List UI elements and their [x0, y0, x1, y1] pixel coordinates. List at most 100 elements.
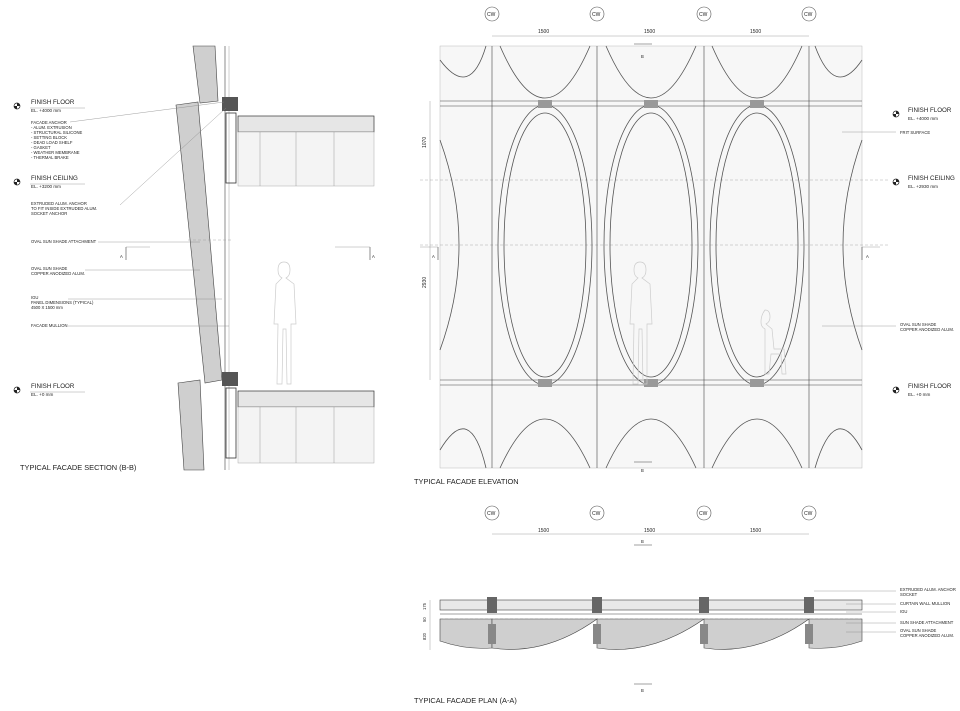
level-marker-floor-top: FINISH FLOOR EL. +4000 mm: [13, 99, 85, 113]
section-title: TYPICAL FACADE SECTION (B-B): [20, 463, 136, 472]
plan-dim-175: 175: [422, 602, 427, 610]
svg-text:FINISH CEILING: FINISH CEILING: [31, 175, 78, 182]
plan-note-extruded-2: SOCKET: [900, 592, 918, 597]
plan-spacing-1: 1500: [538, 528, 549, 534]
plan-shade-edge-right: [808, 618, 863, 649]
plan-note-igu: IGU: [900, 609, 907, 614]
svg-text:OVAL SUN SHADE: OVAL SUN SHADE: [31, 266, 68, 271]
note-extruded-anchor: EXTRUDED ALUM. ANCHOR TO FIT INSIDE EXTR…: [31, 201, 97, 216]
person-seated-silhouette: [760, 309, 787, 375]
plan-shade-2: [596, 618, 705, 650]
plan-shade-1: [491, 618, 598, 650]
elevation-grid-bubbles: CW CW CW CW: [484, 6, 817, 22]
sun-shade-upper: [192, 45, 219, 104]
svg-text:CW: CW: [699, 12, 708, 18]
svg-text:COPPER ANODIZED ALUM.: COPPER ANODIZED ALUM.: [31, 271, 85, 276]
level-marker-floor-bottom: FINISH FLOOR EL. +0 mm: [13, 383, 85, 397]
elevation-section-mark-bottom: B: [641, 468, 644, 473]
plan-shade-3: [703, 618, 810, 650]
svg-text:EL. +0 mm: EL. +0 mm: [31, 392, 54, 397]
elevation-title: TYPICAL FACADE ELEVATION: [414, 477, 519, 486]
svg-text:- DEAD LOAD SHELF: - DEAD LOAD SHELF: [31, 140, 73, 145]
plan-note-shade-2: COPPER ANODIZED ALUM.: [900, 633, 954, 638]
svg-text:FACADE ANCHOR: FACADE ANCHOR: [31, 120, 67, 125]
svg-text:FINISH CEILING: FINISH CEILING: [908, 175, 955, 182]
elevation-section-mark-top: B: [641, 54, 644, 59]
svg-text:PANEL DIMENSIONS (TYPICAL): PANEL DIMENSIONS (TYPICAL): [31, 300, 94, 305]
plan-dim-50: 50: [422, 617, 427, 622]
svg-text:EL. +3200 mm: EL. +3200 mm: [31, 184, 61, 189]
plan-title: TYPICAL FACADE PLAN (A-A): [414, 696, 517, 705]
elevation-level-ceiling: FINISH CEILING EL. +2930 mm: [892, 175, 955, 189]
svg-text:FINISH FLOOR: FINISH FLOOR: [908, 107, 952, 114]
elevation-dim-1070: 1070: [422, 137, 428, 148]
section-cut-label-left: A: [120, 254, 123, 259]
plan-section-mark-bottom: B: [641, 688, 644, 693]
svg-text:SOCKET ANCHOR: SOCKET ANCHOR: [31, 211, 67, 216]
svg-text:EL. +4000 mm: EL. +4000 mm: [31, 108, 61, 113]
svg-text:- WEATHER MEMBRANE: - WEATHER MEMBRANE: [31, 150, 80, 155]
person-silhouette: [273, 261, 297, 385]
plan-spacing-2: 1500: [644, 528, 655, 534]
elevation-note-shade-2: COPPER ANODIZED ALUM.: [900, 327, 954, 332]
note-igu: IGU PANEL DIMENSIONS (TYPICAL) 4500 X 15…: [31, 295, 94, 310]
elevation-cut-right: A: [866, 254, 869, 259]
note-facade-mullion: FACADE MULLION: [31, 323, 68, 328]
upper-ceiling-zone: [237, 131, 375, 187]
level-marker-ceiling: FINISH CEILING EL. +3200 mm: [13, 175, 85, 189]
plan-shade-edge-left: [439, 618, 493, 649]
svg-text:CW: CW: [487, 511, 496, 517]
svg-text:EL. +2930 mm: EL. +2930 mm: [908, 184, 938, 189]
svg-text:- ALUM. EXTRUSION: - ALUM. EXTRUSION: [31, 125, 72, 130]
elevation-spacing-2: 1500: [644, 29, 655, 35]
svg-text:FINISH FLOOR: FINISH FLOOR: [908, 383, 952, 390]
person-silhouette-elevation: [629, 261, 653, 385]
section-cut-label-right: A: [372, 254, 375, 259]
note-oval-shade: OVAL SUN SHADE COPPER ANODIZED ALUM.: [31, 266, 85, 276]
anchor-block-lower: [222, 372, 238, 386]
elevation-cut-left: A: [432, 254, 435, 259]
plan-spacing-3: 1500: [750, 528, 761, 534]
svg-text:EL. +4000 mm: EL. +4000 mm: [908, 116, 938, 121]
plan-note-attachment: SUN SHADE ATTACHMENT: [900, 620, 954, 625]
elevation-drawing: CW CW CW CW 1500 1500 1500 1070 2930 B B…: [414, 6, 955, 486]
svg-text:4500 X 1500 mm: 4500 X 1500 mm: [31, 305, 63, 310]
svg-text:- SETTING BLOCK: - SETTING BLOCK: [31, 135, 67, 140]
sun-shade-main: [175, 101, 223, 384]
elevation-note-shade-1: OVAL SUN SHADE: [900, 322, 937, 327]
svg-text:FINISH FLOOR: FINISH FLOOR: [31, 383, 75, 390]
note-attachment: OVAL SUN SHADE ATTACHMENT: [31, 239, 97, 244]
svg-text:CW: CW: [804, 12, 813, 18]
svg-text:IGU: IGU: [31, 295, 38, 300]
svg-text:FINISH FLOOR: FINISH FLOOR: [31, 99, 75, 106]
svg-text:CW: CW: [592, 12, 601, 18]
lower-ceiling-zone: [237, 406, 375, 464]
elevation-dim-2930: 2930: [422, 277, 428, 288]
note-facade-anchor: FACADE ANCHOR - ALUM. EXTRUSION - STRUCT…: [31, 120, 82, 160]
svg-text:TO FIT INSIDE EXTRUDED ALUM.: TO FIT INSIDE EXTRUDED ALUM.: [31, 206, 97, 211]
elevation-spacing-1: 1500: [538, 29, 549, 35]
svg-text:EXTRUDED ALUM. ANCHOR: EXTRUDED ALUM. ANCHOR: [31, 201, 87, 206]
svg-text:CW: CW: [804, 511, 813, 517]
plan-note-shade-1: OVAL SUN SHADE: [900, 628, 937, 633]
elevation-level-floor-bottom: FINISH FLOOR EL. +0 mm: [892, 383, 952, 397]
plan-note-extruded-1: EXTRUDED ALUM. ANCHOR: [900, 587, 956, 592]
plan-section-mark-top: B: [641, 539, 644, 544]
svg-text:EL. +0 mm: EL. +0 mm: [908, 392, 931, 397]
anchor-block-upper: [222, 97, 238, 111]
svg-text:CW: CW: [699, 511, 708, 517]
lower-slab: [237, 390, 375, 408]
svg-text:CW: CW: [592, 511, 601, 517]
svg-text:- GASKET: - GASKET: [31, 145, 51, 150]
elevation-level-floor-top: FINISH FLOOR EL. +4000 mm: [892, 107, 952, 121]
elevation-spacing-3: 1500: [750, 29, 761, 35]
plan-drawing: CW CW CW CW 1500 1500 1500 B B: [414, 505, 956, 705]
svg-text:- STRUCTURAL SILICONE: - STRUCTURAL SILICONE: [31, 130, 82, 135]
plan-note-cw-mullion: CURTAIN WALL MULLION: [900, 601, 950, 606]
section-drawing: A A FINISH FLOOR EL. +4000 mm FINISH CEI…: [13, 45, 375, 472]
elevation-note-frit: FRIT SURFACE: [900, 130, 930, 135]
upper-slab: [237, 115, 375, 133]
svg-text:CW: CW: [487, 12, 496, 18]
